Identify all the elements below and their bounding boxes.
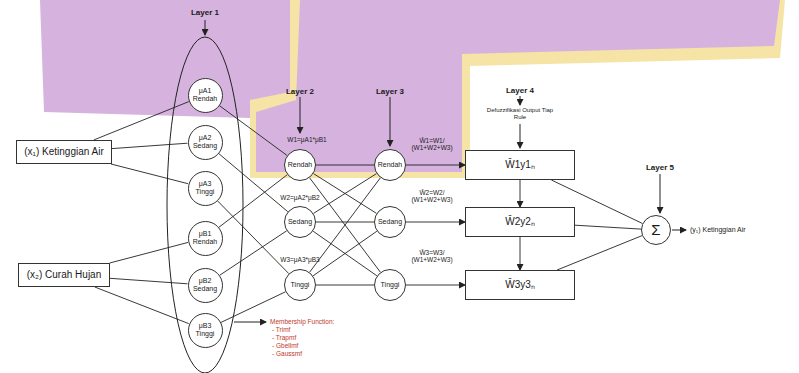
node-text: (x₂) Curah Hujan [27, 269, 101, 281]
connector [94, 102, 189, 140]
connector [313, 231, 377, 276]
node-text: W̄2y2ₙ [505, 216, 535, 228]
layer-label: Layer 2 [286, 87, 314, 96]
normalize-circle: Rendah [374, 149, 406, 181]
legend-note: - Gaussmf [272, 350, 302, 357]
connector [314, 174, 377, 214]
connector [219, 105, 287, 155]
connector [110, 242, 188, 263]
layer-pointer [390, 97, 391, 146]
connector [310, 178, 381, 272]
node-text: W̄3y3ₙ [505, 279, 535, 291]
connector [111, 164, 188, 184]
membership-circle: μB3 Tinggi [188, 313, 223, 348]
layer-label: Layer 3 [376, 87, 404, 96]
node-text: Σ [651, 221, 660, 238]
connector [316, 222, 374, 223]
normalize-circle: Tinggi [374, 269, 406, 301]
membership-circle: μA1 Rendah [188, 78, 223, 113]
node-text: W̄1y1ₙ [505, 159, 535, 171]
membership-circle: μB1 Rendah [188, 221, 223, 256]
connector [406, 165, 465, 166]
connector [110, 278, 188, 284]
membership-circle: μA2 Sedang [188, 125, 223, 160]
layer-pointer [205, 20, 206, 35]
node-text: μA2 Sedang [191, 134, 219, 150]
formula-label: W2=μA2*μB2 [280, 194, 319, 201]
defuzz-box: W̄1y1ₙ [465, 150, 575, 180]
connector [406, 222, 465, 223]
node-text: Tinggi [381, 281, 400, 289]
layer-pointer [520, 124, 521, 148]
output-arrow [672, 230, 686, 231]
legend-note: - Trapmf [272, 334, 296, 341]
connector [520, 180, 521, 207]
node-text: μA3 Tinggi [191, 180, 219, 196]
layer-pointer [300, 97, 301, 133]
layer-label: Layer 1 [191, 8, 219, 17]
node-text: μA1 Rendah [191, 87, 219, 103]
layer-pointer [660, 174, 661, 213]
node-text: (x₁) Ketinggian Air [24, 146, 104, 158]
connector [557, 236, 642, 270]
legend-note: Membership Function: [270, 318, 334, 325]
node-text: Rendah [378, 161, 403, 169]
node-text: μB1 Rendah [191, 230, 219, 246]
membership-circle: μA3 Tinggi [188, 171, 223, 206]
formula-label: W̄1=W1/ (W1+W2+W3) [408, 137, 456, 152]
layer-label: Layer 5 [646, 163, 674, 172]
formula-label: W1=μA1*μB1 [287, 136, 326, 143]
node-text: μB3 Tinggi [191, 322, 219, 338]
connector [316, 285, 374, 286]
connector [112, 143, 188, 148]
connector [95, 287, 189, 324]
formula-label: W̄3=W3/ (W1+W2+W3) [408, 249, 456, 264]
purple-band [256, 0, 780, 172]
connector [313, 231, 377, 276]
normalize-circle: Sedang [374, 206, 406, 238]
connector [520, 237, 521, 270]
node-text: Tinggi [291, 281, 310, 289]
connector [310, 178, 381, 272]
legend-note: - Trimf [272, 326, 290, 333]
defuzz-box: W̄3y3ₙ [465, 270, 575, 300]
output-label: (y₁) Ketinggian Air [690, 226, 746, 234]
connector [406, 285, 465, 286]
mf-pointer [234, 322, 266, 323]
rule-circle: Rendah [284, 149, 316, 181]
connector [316, 165, 374, 166]
rule-circle: Tinggi [284, 269, 316, 301]
formula-label: W̄2=W2/ (W1+W2+W3) [408, 189, 456, 204]
input-box: (x₂) Curah Hujan [18, 263, 110, 287]
node-text: μB2 Sedang [191, 277, 219, 293]
connector [218, 153, 287, 211]
connector [217, 201, 289, 274]
connector [314, 174, 377, 214]
layer-pointer [520, 96, 521, 105]
layer-1-ellipse [167, 37, 243, 373]
input-box: (x₁) Ketinggian Air [16, 140, 112, 164]
layer-label: Layer 4 [506, 86, 534, 95]
connector [221, 292, 286, 323]
legend-note: - Gbellmf [272, 342, 298, 349]
node-text: Rendah [288, 161, 313, 169]
node-text: Sedang [378, 218, 402, 226]
node-text: Sedang [288, 218, 312, 226]
layer-note: Defuzzifikasi Output Tiap Rule [485, 107, 555, 121]
formula-label: W3=μA3*μB3 [280, 256, 319, 263]
sum-circle: Σ [641, 215, 671, 245]
rule-circle: Sedang [284, 206, 316, 238]
connector [575, 225, 641, 229]
membership-circle: μB2 Sedang [188, 268, 223, 303]
defuzz-box: W̄2y2ₙ [465, 207, 575, 237]
